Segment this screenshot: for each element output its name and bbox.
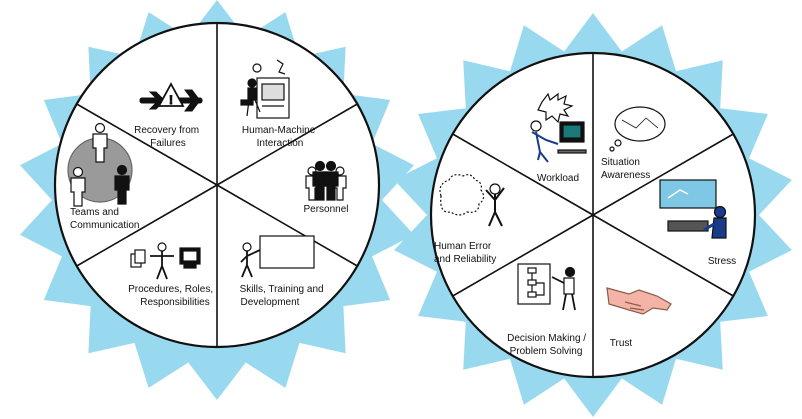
segment-stress-label: Stress (708, 256, 736, 267)
operator-console-icon (240, 59, 290, 119)
segment-personnel-label: Personnel (303, 204, 348, 215)
segment-teams-label: Teams and Communication (70, 207, 139, 231)
segment-procedures-label: Procedures, Roles, Responsibilities (128, 284, 216, 308)
segment-hmi-label: Human-Machine Interaction (242, 125, 318, 149)
group-of-people-icon (305, 160, 347, 201)
left-wheel: ! Recovery from Failures Human-Machine I… (20, 0, 414, 400)
left-wheel-dividers (76, 23, 358, 347)
stressed-computer-user-icon (530, 92, 587, 163)
segment-human-error-label: Human Error and Reliability (434, 241, 496, 265)
right-wheel: Workload Situation Awareness Stress (394, 13, 792, 417)
segment-trust-label: Trust (610, 338, 633, 349)
documents-person-monitor-icon (130, 242, 201, 280)
team-circle-icon (67, 122, 133, 207)
segment-situation-awareness-label: Situation Awareness (601, 157, 650, 181)
segment-decision-making-label: Decision Making / Problem Solving (507, 333, 589, 357)
right-wheel-dividers (452, 53, 734, 377)
svg-text:!: ! (169, 93, 173, 107)
presenter-board-icon (240, 235, 315, 278)
confused-person-icon (439, 174, 505, 227)
segment-recovery-label: Recovery from Failures (134, 125, 202, 149)
handshake-icon (606, 287, 672, 315)
thought-bubble-icon (609, 106, 666, 152)
airplane-warning-icon: ! (139, 82, 203, 112)
operator-at-desk-icon (659, 179, 727, 239)
segment-workload-label: Workload (537, 173, 579, 184)
flowchart-person-icon (517, 263, 576, 311)
segment-skills-label: Skills, Training and Development (240, 284, 327, 308)
